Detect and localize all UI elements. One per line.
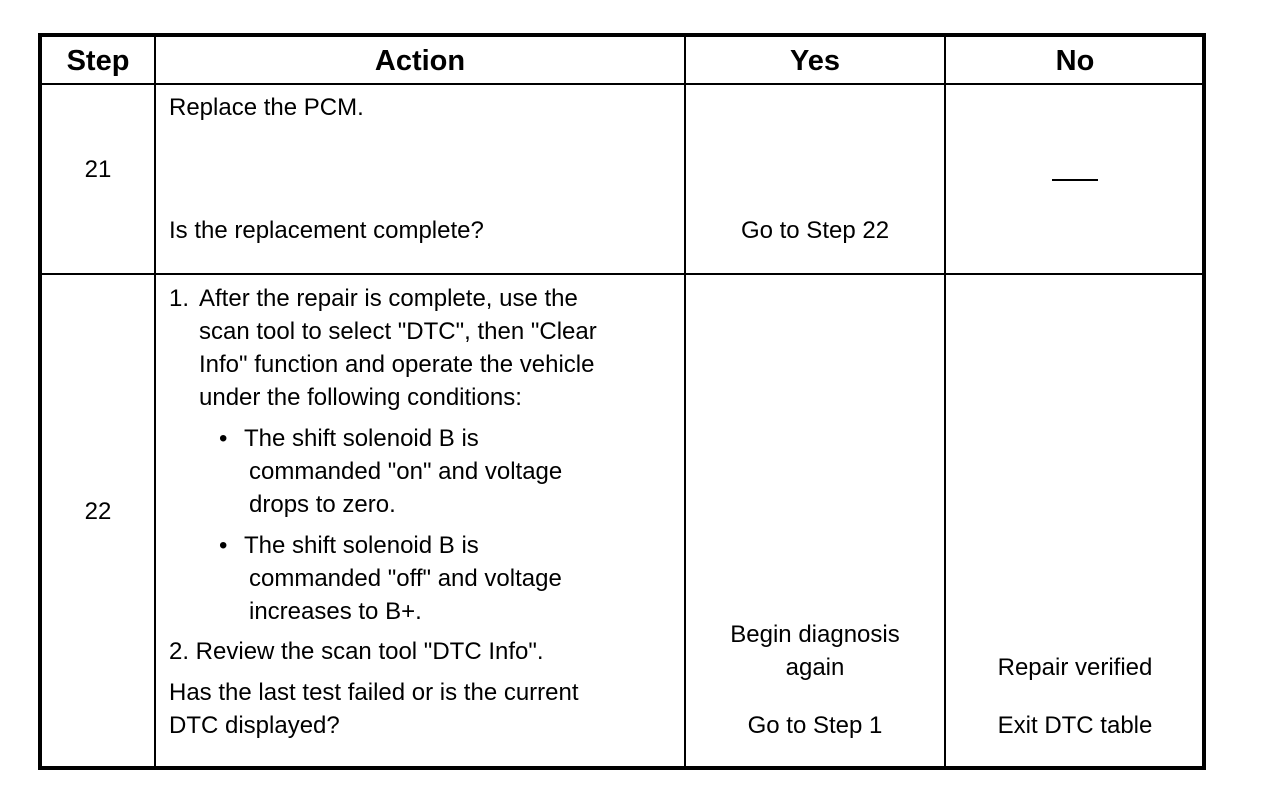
action-line: under the following conditions:	[199, 384, 522, 411]
header-no: No	[1055, 44, 1095, 77]
action-question: Has the last test failed or is the curre…	[169, 679, 579, 706]
yes-goto: Go to Step 1	[747, 712, 883, 739]
no-result: Repair verified	[997, 654, 1153, 681]
yes-result: again	[785, 654, 845, 681]
action-text: Replace the PCM.	[169, 94, 364, 121]
bullet-line: The shift solenoid B is	[244, 532, 479, 559]
no-exit: Exit DTC table	[997, 712, 1153, 739]
diagnostic-table: Step Action Yes No 21 Replace the PCM. I…	[38, 33, 1206, 770]
row-divider	[42, 83, 1202, 85]
bullet-line: increases to B+.	[249, 598, 422, 625]
step-number: 22	[84, 498, 112, 525]
header-step: Step	[66, 44, 130, 77]
yes-goto: Go to Step 22	[740, 217, 890, 244]
action-question: Is the replacement complete?	[169, 217, 484, 244]
bullet-line: The shift solenoid B is	[244, 425, 479, 452]
column-divider	[154, 37, 156, 766]
yes-result: Begin diagnosis	[730, 621, 900, 648]
action-line: Info" function and operate the vehicle	[199, 351, 595, 378]
list-number: 1.	[169, 285, 190, 312]
column-divider	[684, 37, 686, 766]
action-line: scan tool to select "DTC", then "Clear	[199, 318, 597, 345]
bullet-line: commanded "on" and voltage	[249, 458, 563, 485]
row-divider	[42, 273, 1202, 275]
action-question: DTC displayed?	[169, 712, 340, 739]
bullet-line: commanded "off" and voltage	[249, 565, 562, 592]
action-line: 2. Review the scan tool "DTC Info".	[169, 638, 544, 665]
header-yes: Yes	[790, 44, 840, 77]
action-line: After the repair is complete, use the	[199, 285, 578, 312]
column-divider	[944, 37, 946, 766]
bullet: •	[219, 425, 228, 452]
no-dash: —	[1052, 179, 1098, 181]
step-number: 21	[84, 156, 112, 183]
bullet-line: drops to zero.	[249, 491, 396, 518]
bullet: •	[219, 532, 228, 559]
header-action: Action	[374, 44, 466, 77]
